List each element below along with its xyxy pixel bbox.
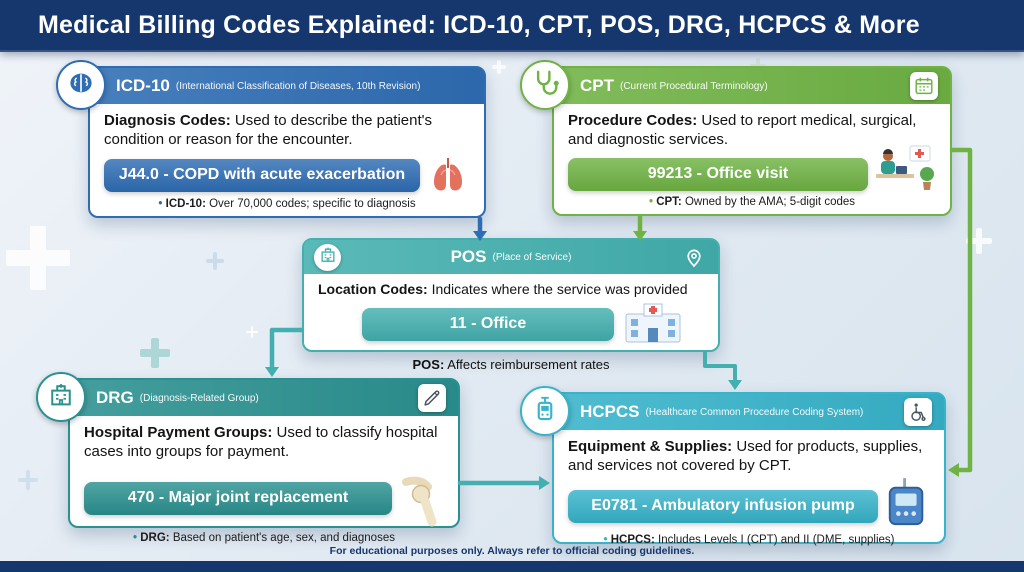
plus-decoration [206, 252, 224, 270]
pos-title: POS [450, 247, 487, 266]
hcpcs-header: HCPCS (Healthcare Common Procedure Codin… [520, 386, 944, 436]
icd10-title: ICD-10 [116, 76, 170, 95]
cpt-code-row: 99213 - Office visit [568, 145, 936, 192]
wheelchair-icon [904, 398, 932, 426]
icd10-header: ICD-10 (International Classification of … [56, 60, 484, 110]
drg-body: Hospital Payment Groups: Used to classif… [70, 416, 458, 548]
icd10-code-pill: J44.0 - COPD with acute exacerbation [104, 158, 420, 192]
hospital-icon [46, 380, 76, 415]
pos-card: POS (Place of Service) Location Codes: I… [302, 238, 720, 352]
hcpcs-badge [520, 386, 570, 436]
cpt-header: CPT (Current Procedural Terminology) [520, 60, 950, 110]
pos-subtitle: (Place of Service) [492, 251, 572, 263]
doctor-office-illustration [874, 144, 936, 192]
location-pin-icon [682, 245, 706, 269]
cpt-code-pill: 99213 - Office visit [568, 157, 868, 191]
stethoscope-icon [530, 68, 560, 103]
drg-code-pill: 470 - Major joint replacement [84, 481, 392, 515]
icd10-subtitle: (International Classification of Disease… [175, 80, 421, 92]
infusion-pump-icon [530, 394, 560, 429]
plus-decoration [140, 338, 170, 368]
hcpcs-code-pill: E0781 - Ambulatory infusion pump [568, 489, 878, 523]
pos-badge [314, 244, 341, 271]
drg-title: DRG [96, 388, 134, 407]
pos-header: POS (Place of Service) [304, 240, 718, 274]
cpt-badge [520, 60, 570, 110]
icd10-footnote: • ICD-10: Over 70,000 codes; specific to… [158, 198, 416, 211]
infusion-pump-illustration [884, 478, 930, 530]
cpt-subtitle: (Current Procedural Terminology) [620, 80, 768, 92]
clinic-building-icon [318, 245, 338, 270]
plus-decoration [966, 228, 992, 254]
pencil-icon [418, 384, 446, 412]
hcpcs-description: Equipment & Supplies: Used for products,… [568, 438, 923, 474]
pos-body: Location Codes: Indicates where the serv… [304, 274, 718, 352]
drg-footnote: • DRG: Based on patient's age, sex, and … [133, 532, 395, 545]
hcpcs-title: HCPCS [580, 402, 640, 421]
drg-badge [36, 372, 86, 422]
lungs-illustration [426, 156, 470, 194]
drg-card: DRG (Diagnosis-Related Group) Hospital P… [36, 372, 460, 544]
hcpcs-card: HCPCS (Healthcare Common Procedure Codin… [520, 386, 946, 546]
icd10-description: Diagnosis Codes: Used to describe the pa… [104, 112, 433, 148]
drg-subtitle: (Diagnosis-Related Group) [139, 392, 259, 404]
drg-description: Hospital Payment Groups: Used to classif… [84, 424, 438, 460]
cpt-body: Procedure Codes: Used to report medical,… [554, 104, 950, 212]
plus-decoration [246, 326, 258, 338]
icd10-card: ICD-10 (International Classification of … [56, 60, 486, 218]
drg-header: DRG (Diagnosis-Related Group) [36, 372, 458, 422]
bottom-bar [0, 561, 1024, 572]
plus-decoration [492, 60, 506, 74]
icd10-badge [56, 60, 106, 110]
hcpcs-code-row: E0781 - Ambulatory infusion pump [568, 478, 930, 530]
hospital-illustration [620, 302, 686, 344]
disclaimer-text: For educational purposes only. Always re… [329, 545, 695, 557]
hcpcs-footnote: • HCPCS: Includes Levels I (CPT) and II … [603, 534, 895, 547]
plus-decoration [18, 470, 38, 490]
cpt-card: CPT (Current Procedural Terminology) Pro… [520, 60, 952, 216]
pos-code-pill: 11 - Office [362, 307, 614, 341]
pos-reimbursement-note: POS: Affects reimbursement rates [412, 357, 610, 372]
hcpcs-subtitle: (Healthcare Common Procedure Coding Syst… [645, 406, 864, 418]
drg-code-row: 470 - Major joint replacement [84, 468, 444, 528]
cpt-title: CPT [580, 76, 614, 95]
pos-code-row: 11 - Office [362, 302, 704, 344]
connector-drg-to-hcpcs [457, 476, 550, 490]
pos-description: Location Codes: Indicates where the serv… [318, 281, 688, 297]
icd10-code-row: J44.0 - COPD with acute exacerbation [104, 156, 470, 194]
brain-icon [66, 68, 96, 103]
plus-decoration [6, 226, 70, 290]
calendar-icon [910, 72, 938, 100]
title-bar: Medical Billing Codes Explained: ICD-10,… [0, 0, 1024, 52]
connector-pos-to-drg [265, 327, 305, 377]
icd10-body: Diagnosis Codes: Used to describe the pa… [90, 104, 484, 214]
hcpcs-body: Equipment & Supplies: Used for products,… [554, 430, 944, 550]
cpt-description: Procedure Codes: Used to report medical,… [568, 112, 917, 148]
hip-joint-illustration [398, 476, 444, 528]
cpt-footnote: • CPT: Owned by the AMA; 5-digit codes [648, 196, 856, 209]
page-title: Medical Billing Codes Explained: ICD-10,… [38, 11, 920, 39]
